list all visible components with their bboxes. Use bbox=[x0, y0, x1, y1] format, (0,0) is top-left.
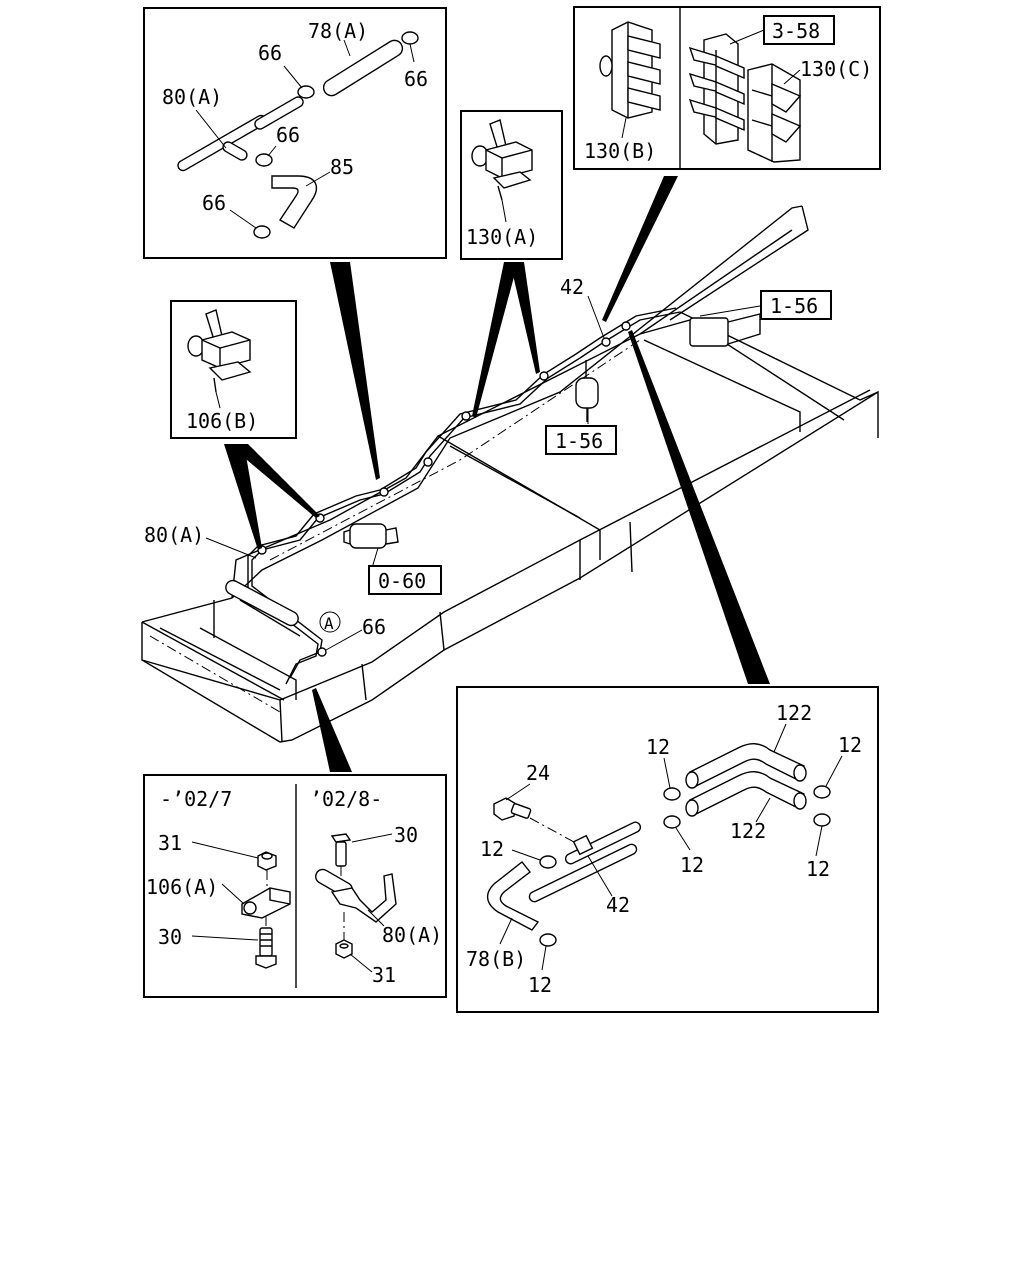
label-12-e: 12 bbox=[806, 857, 830, 881]
pointer-bottom-right bbox=[628, 330, 770, 684]
clamp-66-icon bbox=[253, 31, 419, 239]
circle-a-marker bbox=[319, 611, 341, 633]
bolt-30-right-icon bbox=[330, 833, 352, 867]
label-66-c: 66 bbox=[276, 123, 300, 147]
label-122-top: 122 bbox=[776, 701, 812, 725]
pointer-bottom-left bbox=[312, 688, 352, 772]
detail-panel-bottom-left: -’02/7 ’02/8- 31 106(A) 30 bbox=[143, 774, 447, 998]
label-130c: 130(C) bbox=[800, 57, 872, 81]
fuel-filter bbox=[343, 523, 399, 549]
clip-106b-icon bbox=[187, 309, 252, 393]
label-80a-main: 80(A) bbox=[144, 523, 204, 547]
ref-box-0-60 bbox=[368, 565, 442, 595]
label-122-bottom: 122 bbox=[730, 819, 766, 843]
ref-box-1-56-center bbox=[545, 425, 617, 455]
ref-box-1-56-right bbox=[760, 290, 832, 320]
pointer-130a-right bbox=[510, 262, 540, 374]
hose-122-icon bbox=[685, 743, 807, 817]
clip-130a-icon bbox=[471, 119, 533, 201]
label-78a: 78(A) bbox=[308, 19, 368, 43]
main-labels: 42 1-56 1-56 80(A) 0-60 A 66 bbox=[144, 275, 832, 639]
label-106a: 106(A) bbox=[146, 875, 218, 899]
pointer-130a-left bbox=[472, 262, 518, 418]
label-1-56-right: 1-56 bbox=[770, 294, 818, 318]
pointer-top-right bbox=[602, 176, 678, 322]
pointer-106b-right bbox=[228, 444, 320, 518]
header-date-left: -’02/7 bbox=[160, 787, 232, 811]
label-0-60: 0-60 bbox=[378, 569, 426, 593]
label-106b: 106(B) bbox=[186, 409, 258, 433]
label-85: 85 bbox=[330, 155, 354, 179]
detail-panel-bottom-right: 122 12 12 24 122 12 12 12 42 78(B) 12 bbox=[456, 686, 879, 1013]
label-80a-bottom: 80(A) bbox=[382, 923, 442, 947]
label-66-d: 66 bbox=[202, 191, 226, 215]
label-12-d: 12 bbox=[680, 853, 704, 877]
nut-31-right-icon bbox=[335, 939, 353, 959]
label-42-main: 42 bbox=[560, 275, 584, 299]
pointer-106b-left bbox=[224, 444, 262, 550]
bolt-24-icon bbox=[493, 797, 532, 821]
label-31-right: 31 bbox=[372, 963, 396, 987]
label-66-b: 66 bbox=[404, 67, 428, 91]
label-24: 24 bbox=[526, 761, 550, 785]
detail-panel-top-right: 130(B) 3-58 130(C) bbox=[573, 6, 881, 170]
label-1-56-center: 1-56 bbox=[555, 429, 603, 453]
label-12-c: 12 bbox=[480, 837, 504, 861]
pipe-assembly-42-icon bbox=[528, 821, 642, 903]
label-3-58: 3-58 bbox=[772, 19, 820, 43]
nut-31-icon bbox=[257, 851, 277, 871]
chassis-frame bbox=[141, 205, 879, 743]
water-separator bbox=[575, 360, 599, 422]
clamp-106a-icon bbox=[241, 887, 291, 919]
main-leader-lines bbox=[205, 295, 761, 651]
label-12-f: 12 bbox=[528, 973, 552, 997]
bolt-30-icon bbox=[255, 927, 277, 969]
header-date-right: ’02/8- bbox=[310, 787, 382, 811]
ref-box-3-58 bbox=[763, 15, 835, 45]
label-66-main: 66 bbox=[362, 615, 386, 639]
label-130b: 130(B) bbox=[584, 139, 656, 163]
hose-85 bbox=[271, 175, 318, 229]
detail-panel-top-left: 78(A) 66 66 80(A) 66 85 66 bbox=[143, 7, 447, 259]
clip-130b-icon bbox=[599, 21, 661, 119]
hose-78a bbox=[322, 39, 404, 97]
label-66-a: 66 bbox=[258, 41, 282, 65]
clip-130c-icon bbox=[747, 63, 802, 163]
label-80a: 80(A) bbox=[162, 85, 222, 109]
label-42-detail: 42 bbox=[606, 893, 630, 917]
hose-78b bbox=[487, 861, 540, 931]
clamp-12-icon bbox=[539, 785, 831, 947]
label-12-a: 12 bbox=[646, 735, 670, 759]
label-31-left: 31 bbox=[158, 831, 182, 855]
label-130a: 130(A) bbox=[466, 225, 538, 249]
label-12-b: 12 bbox=[838, 733, 862, 757]
label-30-right: 30 bbox=[394, 823, 418, 847]
detail-panel-clip-130a: 130(A) bbox=[460, 110, 563, 260]
callout-pointers bbox=[224, 176, 770, 772]
label-circle-a: A bbox=[324, 614, 334, 633]
label-30-left: 30 bbox=[158, 925, 182, 949]
pipe-80a-icon bbox=[315, 868, 397, 923]
label-78b: 78(B) bbox=[466, 947, 526, 971]
fuel-line-routing bbox=[225, 307, 681, 685]
pointer-top-left bbox=[330, 262, 380, 480]
detail-panel-clip-106b: 106(B) bbox=[170, 300, 297, 439]
clip-3-58-icon bbox=[688, 33, 745, 145]
